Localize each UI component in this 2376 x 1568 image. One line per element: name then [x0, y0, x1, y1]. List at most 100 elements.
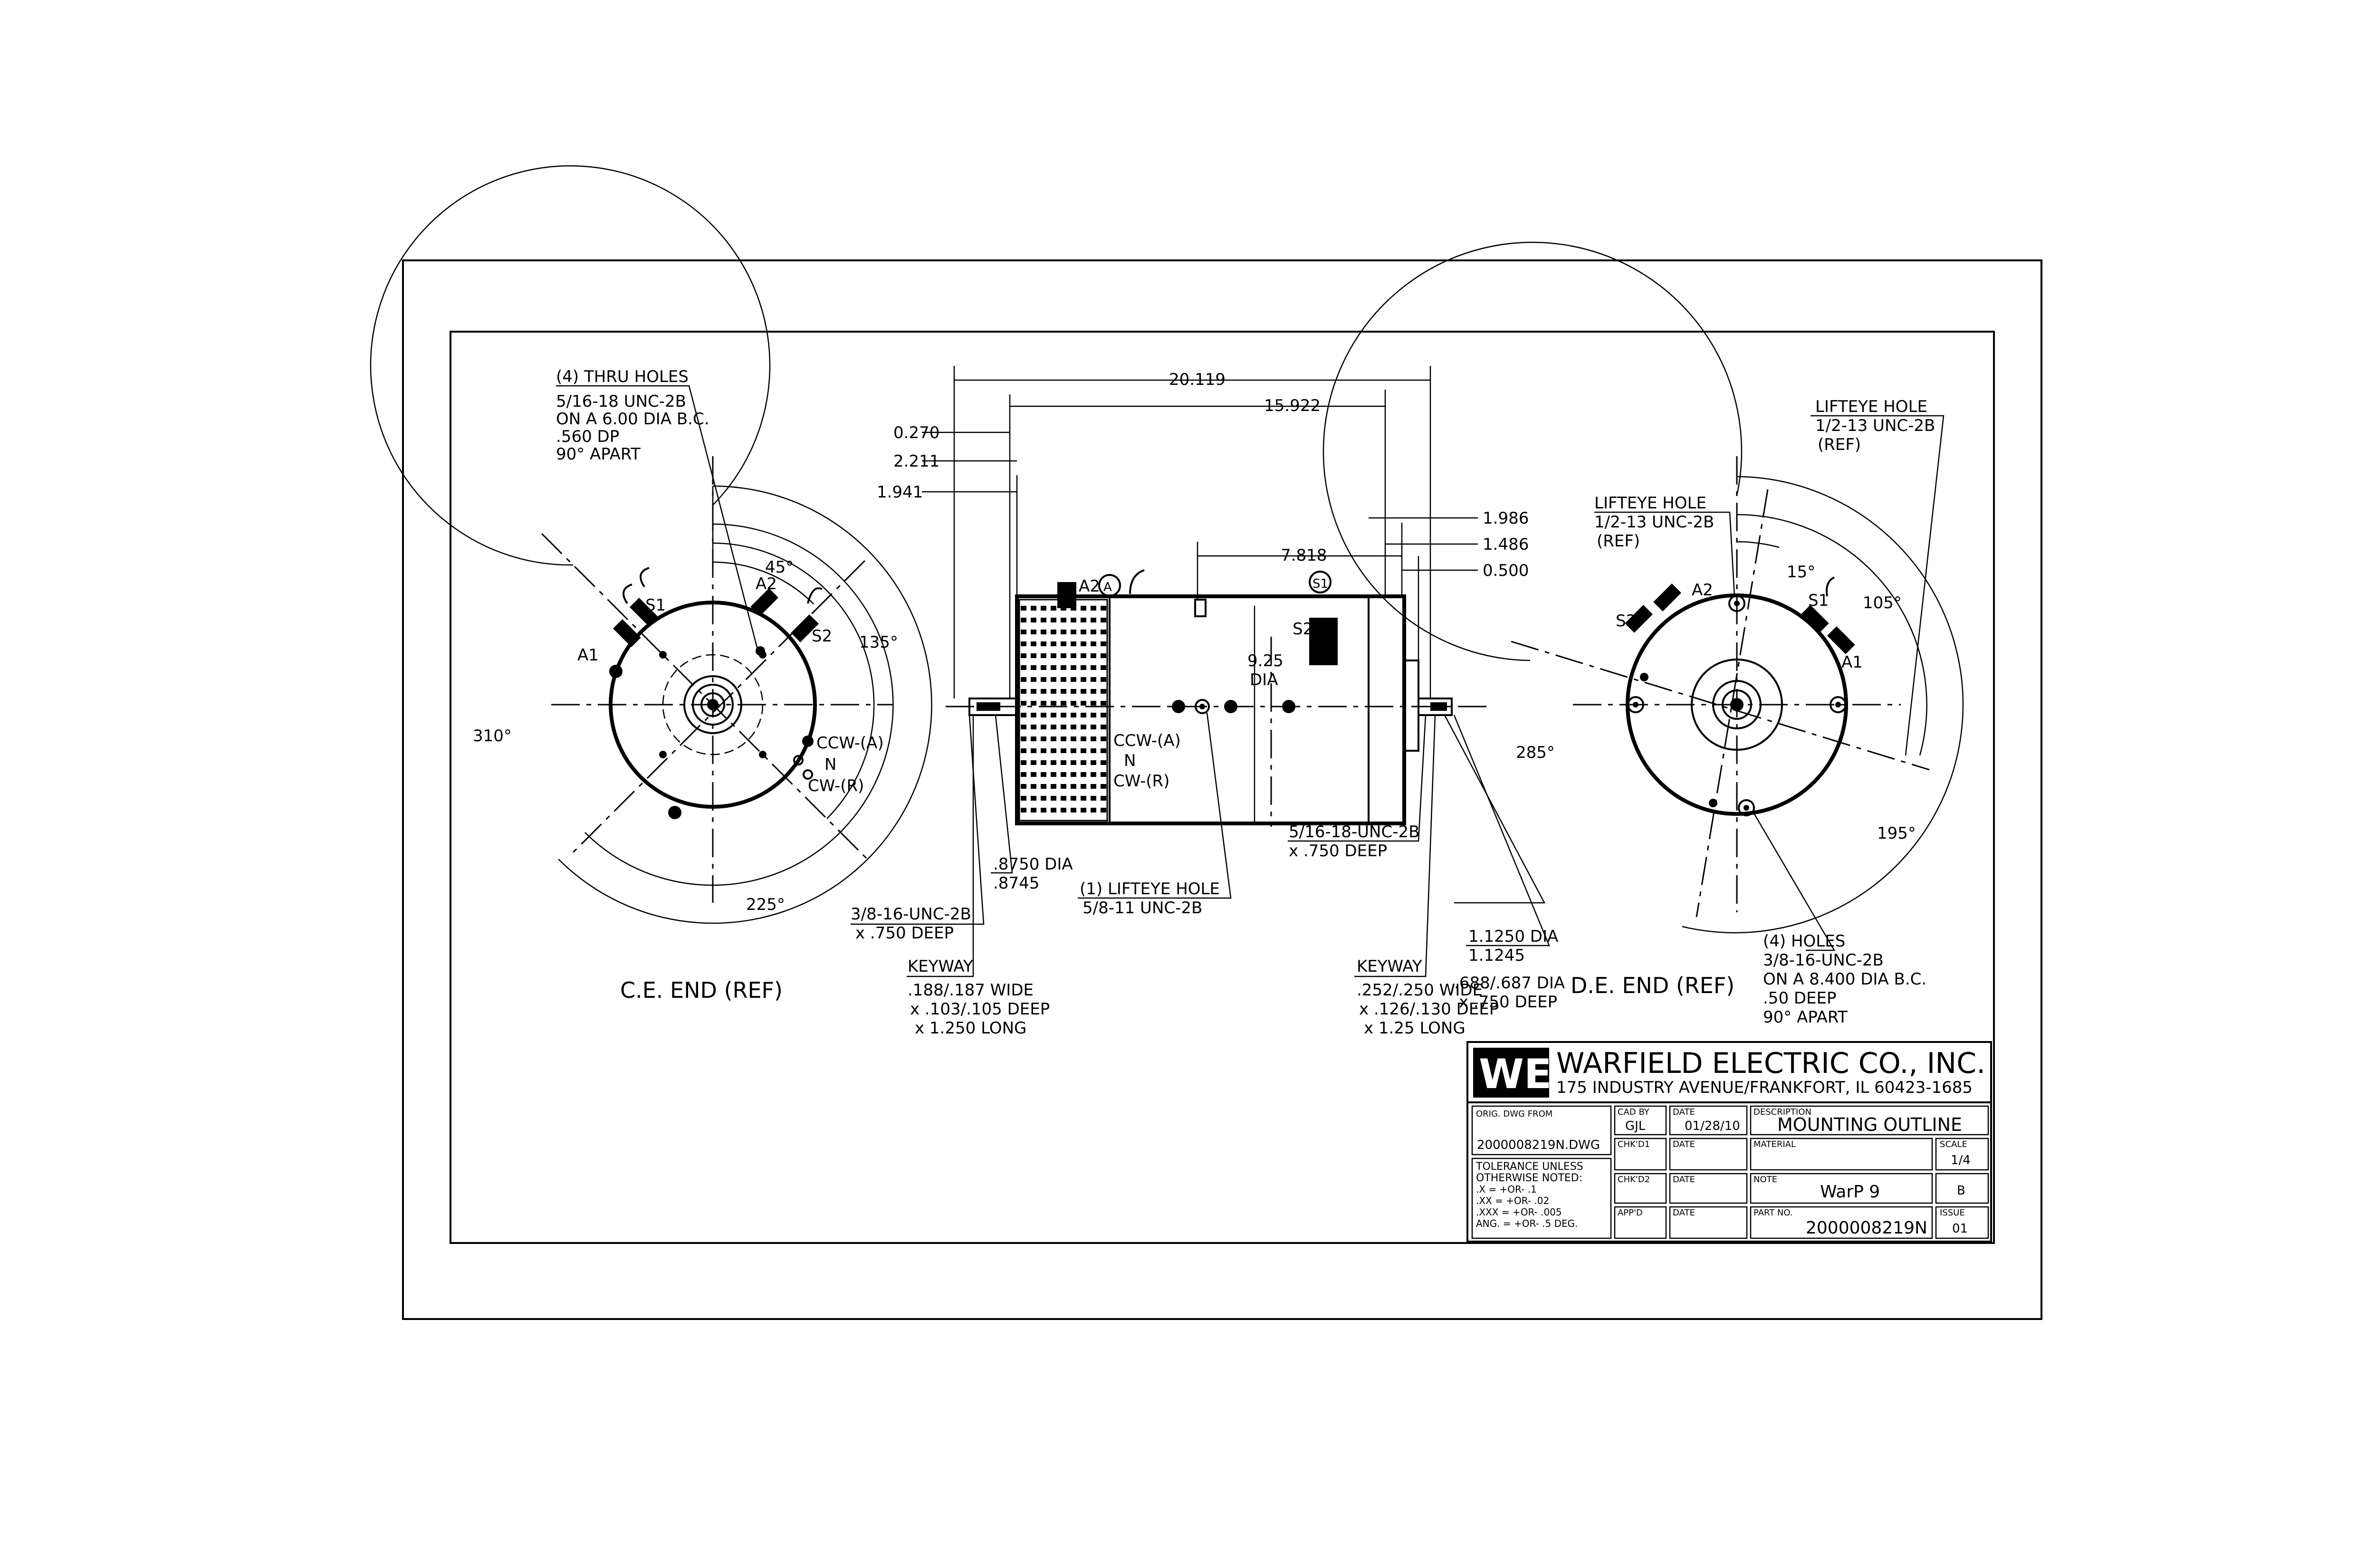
logo-text: WE [1479, 1051, 1552, 1098]
ce-angle-label: 45° [765, 558, 794, 577]
date-label: DATE [1673, 1107, 1695, 1117]
de-terminal-label: A2 [1692, 581, 1713, 600]
ce-tapped-hole: x .750 DEEP [855, 924, 954, 943]
body-dia-value: 9.25 [1247, 651, 1284, 670]
title-block: WE WARFIELD ELECTRIC CO., INC. 175 INDUS… [1466, 1041, 1992, 1243]
chk1-label: CHK'D1 [1618, 1139, 1650, 1149]
ce-shaft-dia: .8750 DIA [993, 855, 1073, 874]
de-lifteye-1: 1/2-13 UNC-2B [1594, 513, 1714, 532]
scale-label: SCALE [1940, 1139, 1967, 1149]
de-shaft-dia: 1.1250 DIA [1468, 927, 1558, 946]
de-lifteye-2: LIFTEYE HOLE [1815, 397, 1927, 416]
de-pilot-dia: .688/.687 DIA [1454, 974, 1565, 993]
de-angle-label: 285° [1516, 743, 1555, 762]
side-terminal-label: A [1103, 580, 1112, 594]
ce-tapped-hole: 3/8-16-UNC-2B [851, 905, 971, 924]
cad-by-label: CAD BY [1618, 1107, 1650, 1117]
dim-length-2: 15.922 [1264, 396, 1321, 415]
tolerance-line: .XX = +OR- .02 [1476, 1195, 1549, 1206]
outer-border [402, 259, 2042, 1320]
ce-shaft-dia: .8745 [993, 874, 1039, 893]
ce-thru-holes-line: 90° APART [556, 445, 641, 464]
company-address: 175 INDUSTRY AVENUE/FRANKFORT, IL 60423-… [1556, 1078, 1973, 1097]
issue-value: 01 [1952, 1222, 1968, 1236]
tolerance-line: .XXX = +OR- .005 [1476, 1206, 1562, 1218]
company-logo: WE [1473, 1048, 1552, 1098]
ce-thru-holes-line: ON A 6.00 DIA B.C. [556, 410, 709, 429]
side-rotation: CCW-(A) [1113, 731, 1181, 750]
ce-angle-label: 225° [746, 895, 785, 914]
orig-dwg-value: 2000008219N.DWG [1477, 1138, 1600, 1152]
ce-keyway: x .103/.105 DEEP [910, 1000, 1050, 1019]
side-terminal-label: A2 [1079, 577, 1100, 596]
size-value: B [1957, 1184, 1965, 1198]
description-value: MOUNTING OUTLINE [1777, 1114, 1962, 1135]
ce-rotation-label: CW-(R) [808, 776, 864, 795]
ce-rotation-label: N [824, 755, 836, 774]
de-holes-line: 90° APART [1763, 1008, 1848, 1027]
ce-keyway: KEYWAY [908, 957, 973, 976]
de-tapped-hole: x .750 DEEP [1289, 841, 1387, 860]
de-lifteye-1: (REF) [1597, 532, 1640, 551]
ce-thru-holes-line: 5/16-18 UNC-2B [556, 392, 686, 411]
de-holes-line: .50 DEEP [1763, 989, 1837, 1008]
de-angle-label: 195° [1877, 824, 1916, 843]
de-pilot-dia: x .750 DEEP [1459, 993, 1557, 1012]
ce-terminal-label: A1 [577, 646, 599, 665]
dim-f: 1.486 [1483, 535, 1529, 554]
de-lifteye-2: 1/2-13 UNC-2B [1815, 416, 1935, 435]
side-terminal-label: S2 [1293, 620, 1313, 639]
note-value: WarP 9 [1820, 1182, 1880, 1202]
tolerance-line: OTHERWISE NOTED: [1476, 1172, 1582, 1184]
note-label: NOTE [1753, 1175, 1777, 1185]
part-no-value: 2000008219N [1806, 1218, 1927, 1238]
de-holes-title: (4) HOLES [1763, 932, 1845, 951]
ce-keyway: x 1.250 LONG [915, 1019, 1026, 1038]
de-view-title: D.E. END (REF) [1571, 973, 1734, 998]
orig-dwg-label: ORIG. DWG FROM [1476, 1109, 1552, 1119]
de-lifteye-1: LIFTEYE HOLE [1594, 494, 1706, 513]
body-dia-unit: DIA [1250, 670, 1278, 689]
tolerance-line: ANG. = +OR- .5 DEG. [1476, 1218, 1578, 1229]
lifteye-hole: (1) LIFTEYE HOLE [1080, 880, 1220, 899]
de-terminal-studs [1625, 576, 1855, 654]
cad-by-value: GJL [1625, 1119, 1646, 1133]
tolerance-line: TOLERANCE UNLESS [1475, 1161, 1583, 1173]
date-value: 01/28/10 [1685, 1119, 1740, 1133]
tolerance-line: .X = +OR- .1 [1476, 1184, 1537, 1195]
dim-overall-length: 20.119 [1169, 370, 1226, 389]
dim-g: 0.500 [1483, 561, 1529, 580]
side-terminal-label: S1 [1313, 577, 1328, 591]
scale-value: 1/4 [1951, 1153, 1971, 1167]
de-shaft-dia: 1.1245 [1468, 946, 1525, 965]
de-lifteye-2: (REF) [1818, 435, 1861, 454]
description-label: DESCRIPTION [1753, 1107, 1811, 1117]
part-no-label: PART NO. [1753, 1208, 1793, 1218]
ce-thru-holes-title: (4) THRU HOLES [556, 367, 689, 386]
ce-rotation-label: CCW-(A) [816, 734, 884, 753]
ce-angle-label: 135° [859, 633, 898, 652]
ce-thru-holes-line: .560 DP [556, 427, 619, 446]
de-terminal-label: A1 [1841, 653, 1863, 672]
de-tapped-hole: 5/16-18-UNC-2B [1289, 822, 1419, 841]
ce-keyway: .188/.187 WIDE [908, 981, 1034, 1000]
ce-angle-label: 310° [473, 727, 512, 746]
dim-a: 0.270 [893, 423, 939, 442]
date-label: DATE [1673, 1175, 1695, 1185]
ce-terminal-label: S2 [812, 627, 832, 646]
dim-d: 7.818 [1281, 546, 1327, 565]
chk2-label: CHK'D2 [1618, 1175, 1650, 1185]
de-angle-label: 105° [1863, 593, 1902, 612]
ce-view-title: C.E. END (REF) [620, 977, 783, 1003]
side-rotation: CW-(R) [1113, 772, 1169, 791]
de-keyway: x .126/.130 DEEP [1359, 1000, 1499, 1019]
ce-terminal-label: S1 [645, 596, 666, 615]
side-rotation: N [1124, 751, 1136, 770]
date-label: DATE [1673, 1208, 1695, 1218]
dim-b: 2.211 [893, 452, 939, 471]
date-label: DATE [1673, 1139, 1695, 1149]
side-view: 20.119 15.922 0.270 2.211 1.941 7.818 1.… [851, 366, 1565, 1038]
ce-end-view: (4) THRU HOLES 5/16-18 UNC-2B ON A 6.00 … [370, 165, 932, 1003]
de-holes-line: 3/8-16-UNC-2B [1763, 951, 1884, 970]
